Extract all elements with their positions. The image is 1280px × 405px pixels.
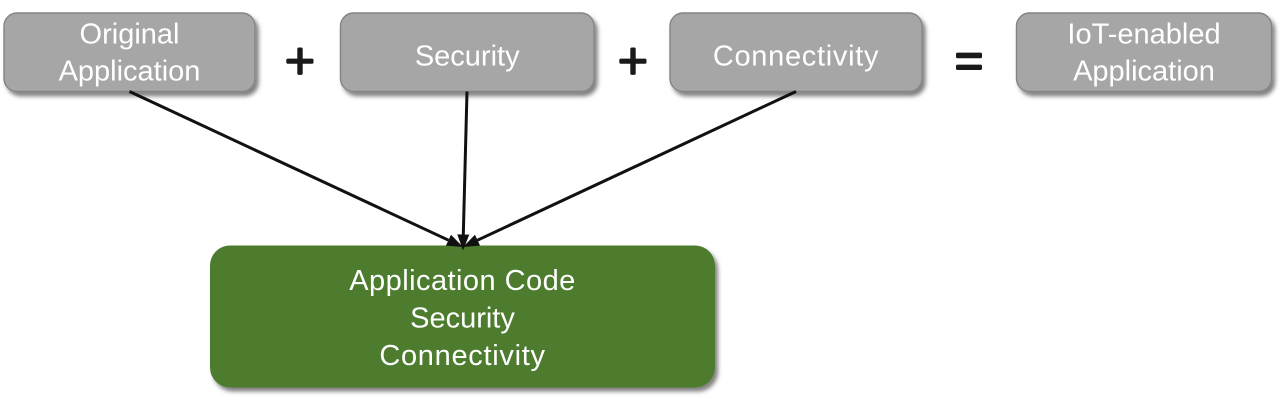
svg-text:Application: Application [59, 55, 201, 87]
svg-text:Application Code: Application Code [349, 265, 575, 297]
svg-text:Security: Security [415, 41, 520, 73]
svg-text:Connectivity: Connectivity [713, 41, 879, 73]
svg-text:Original: Original [80, 19, 180, 51]
svg-text:Connectivity: Connectivity [379, 340, 545, 372]
svg-text:Security: Security [410, 303, 515, 335]
svg-text:Application: Application [1073, 55, 1215, 87]
svg-text:IoT-enabled: IoT-enabled [1067, 19, 1220, 51]
